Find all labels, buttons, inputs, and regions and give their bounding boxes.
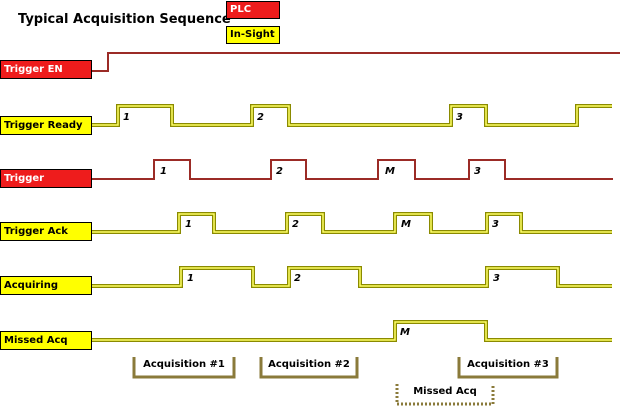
waveform-trigger-ready: [92, 104, 612, 127]
signal-label-missed-acq: Missed Acq: [0, 331, 92, 350]
waveform-trigger: [92, 159, 613, 180]
bracket-missed-acq: [395, 384, 495, 406]
signal-label-trigger-en: Trigger EN: [0, 60, 92, 79]
pulse-mark-acq-1: 1: [187, 273, 194, 284]
bracket-label-acq-1: Acquisition #1: [143, 359, 225, 370]
bracket-acq-1: [132, 357, 236, 379]
pulse-mark-ack-2: 2: [292, 219, 299, 230]
pulse-mark-trigger-m: M: [385, 166, 395, 177]
diagram-title: Typical Acquisition Sequence: [18, 12, 231, 27]
pulse-mark-trigger-2: 2: [276, 166, 283, 177]
bracket-label-acq-2: Acquisition #2: [268, 359, 350, 370]
legend-plc: PLC: [226, 1, 280, 19]
pulse-mark-trigger-3: 3: [474, 166, 481, 177]
bracket-acq-2: [259, 357, 359, 379]
waveform-acquiring: [92, 266, 612, 288]
waveform-missed-acq: [92, 320, 612, 342]
pulse-mark-trigger-1: 1: [160, 166, 167, 177]
pulse-mark-acq-2: 2: [294, 273, 301, 284]
pulse-mark-missed-m: M: [400, 327, 410, 338]
waveform-trigger-en: [92, 52, 620, 72]
signal-label-trigger-ack: Trigger Ack: [0, 222, 92, 241]
bracket-acq-3: [457, 357, 559, 379]
pulse-mark-ack-m: M: [401, 219, 411, 230]
signal-label-trigger-ready: Trigger Ready: [0, 116, 92, 135]
pulse-mark-ready-1: 1: [123, 112, 130, 123]
bracket-label-missed-acq: Missed Acq: [413, 386, 477, 397]
bracket-label-acq-3: Acquisition #3: [467, 359, 549, 370]
legend-insight: In-Sight: [226, 26, 280, 44]
pulse-mark-ready-3: 3: [456, 112, 463, 123]
signal-label-acquiring: Acquiring: [0, 276, 92, 295]
pulse-mark-ack-1: 1: [185, 219, 192, 230]
signal-label-trigger: Trigger: [0, 169, 92, 188]
pulse-mark-ready-2: 2: [257, 112, 264, 123]
pulse-mark-ack-3: 3: [492, 219, 499, 230]
pulse-mark-acq-3: 3: [493, 273, 500, 284]
waveform-trigger-ack: [92, 212, 612, 234]
